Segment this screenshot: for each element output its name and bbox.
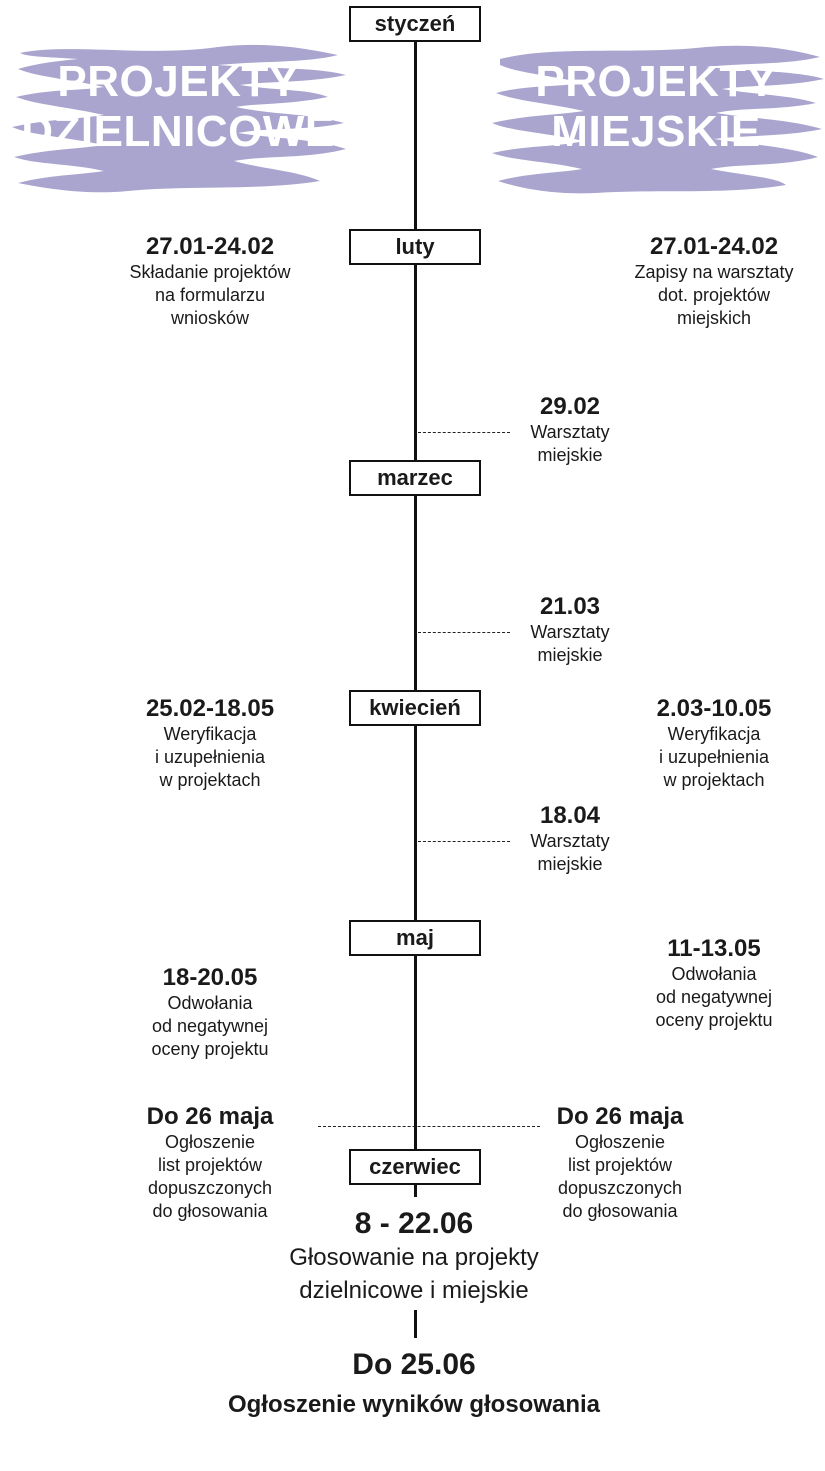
header-dzielnicowe: PROJEKTY DZIELNICOWE (21, 57, 335, 156)
left-event-4: Do 26 maja Ogłoszenie list projektów dop… (90, 1103, 330, 1223)
header-right-brush: PROJEKTY MIEJSKIE (486, 35, 825, 200)
month-czerwiec: czerwiec (349, 1149, 481, 1185)
voting-desc: Głosowanie na projekty dzielnicowe i mie… (289, 1244, 539, 1304)
event-date: Do 26 maja (556, 1103, 684, 1130)
right-event-1: 27.01-24.02 Zapisy na warsztaty dot. pro… (604, 233, 824, 330)
workshop-connector (418, 632, 510, 633)
timeline-axis (414, 25, 417, 1197)
brush-stroke-left-icon (12, 44, 346, 193)
event-date: 18.04 (539, 802, 601, 829)
left-event-2: 25.02-18.05 Weryfikacja i uzupełnienia w… (90, 695, 330, 792)
month-kwiecien: kwiecień (349, 690, 481, 726)
announcement-connector (318, 1126, 540, 1127)
event-date: 25.02-18.05 (145, 695, 275, 722)
event-desc: Składanie projektów na formularzu wniosk… (129, 262, 291, 328)
results-desc: Ogłoszenie wyników głosowania (227, 1391, 601, 1418)
brush-fill-left (12, 44, 346, 193)
month-styczen: styczeń (349, 6, 481, 42)
brush-fill-right (492, 45, 824, 194)
event-date: 27.01-24.02 (649, 233, 779, 260)
right-event-4: Do 26 maja Ogłoszenie list projektów dop… (505, 1103, 735, 1223)
workshop-connector (418, 841, 510, 842)
event-date: 29.02 (539, 393, 601, 420)
event-date: Do 26 maja (146, 1103, 274, 1130)
event-desc: Weryfikacja i uzupełnienia w projektach (154, 724, 266, 790)
left-event-3: 18-20.05 Odwołania od negatywnej oceny p… (90, 964, 330, 1061)
workshop-connector (418, 432, 510, 433)
month-luty: luty (349, 229, 481, 265)
month-maj: maj (349, 920, 481, 956)
left-event-1: 27.01-24.02 Składanie projektów na formu… (90, 233, 330, 330)
event-desc: Warsztaty miejskie (530, 422, 610, 465)
event-desc: Ogłoszenie list projektów dopuszczonych … (147, 1132, 273, 1221)
workshop-event-1: 29.02 Warsztaty miejskie (505, 393, 635, 467)
event-desc: Odwołania od negatywnej oceny projektu (655, 964, 773, 1030)
month-marzec: marzec (349, 460, 481, 496)
brush-stroke-right-icon (492, 45, 824, 194)
results-date: Do 25.06 (352, 1348, 476, 1381)
event-desc: Ogłoszenie list projektów dopuszczonych … (557, 1132, 683, 1221)
event-desc: Warsztaty miejskie (530, 831, 610, 874)
event-date: 27.01-24.02 (145, 233, 275, 260)
event-desc: Warsztaty miejskie (530, 622, 610, 665)
event-date: 18-20.05 (162, 964, 258, 991)
voting-date: 8 - 22.06 (354, 1207, 474, 1240)
final-voting: 8 - 22.06 Głosowanie na projekty dzielni… (212, 1207, 616, 1307)
header-left-brush: PROJEKTY DZIELNICOWE (8, 35, 348, 200)
event-desc: Zapisy na warsztaty dot. projektów miejs… (634, 262, 794, 328)
workshop-event-3: 18.04 Warsztaty miejskie (505, 802, 635, 876)
final-results: Do 25.06 Ogłoszenie wyników głosowania (112, 1345, 716, 1425)
event-desc: Weryfikacja i uzupełnienia w projektach (658, 724, 770, 790)
event-date: 2.03-10.05 (656, 695, 772, 722)
event-date: 21.03 (539, 593, 601, 620)
header-miejskie: PROJEKTY MIEJSKIE (535, 57, 777, 156)
event-desc: Odwołania od negatywnej oceny projektu (151, 993, 269, 1059)
timeline-connector (414, 1310, 417, 1338)
event-date: 11-13.05 (667, 935, 761, 962)
right-event-2: 2.03-10.05 Weryfikacja i uzupełnienia w … (604, 695, 824, 792)
right-event-3: 11-13.05 Odwołania od negatywnej oceny p… (604, 935, 824, 1032)
workshop-event-2: 21.03 Warsztaty miejskie (505, 593, 635, 667)
